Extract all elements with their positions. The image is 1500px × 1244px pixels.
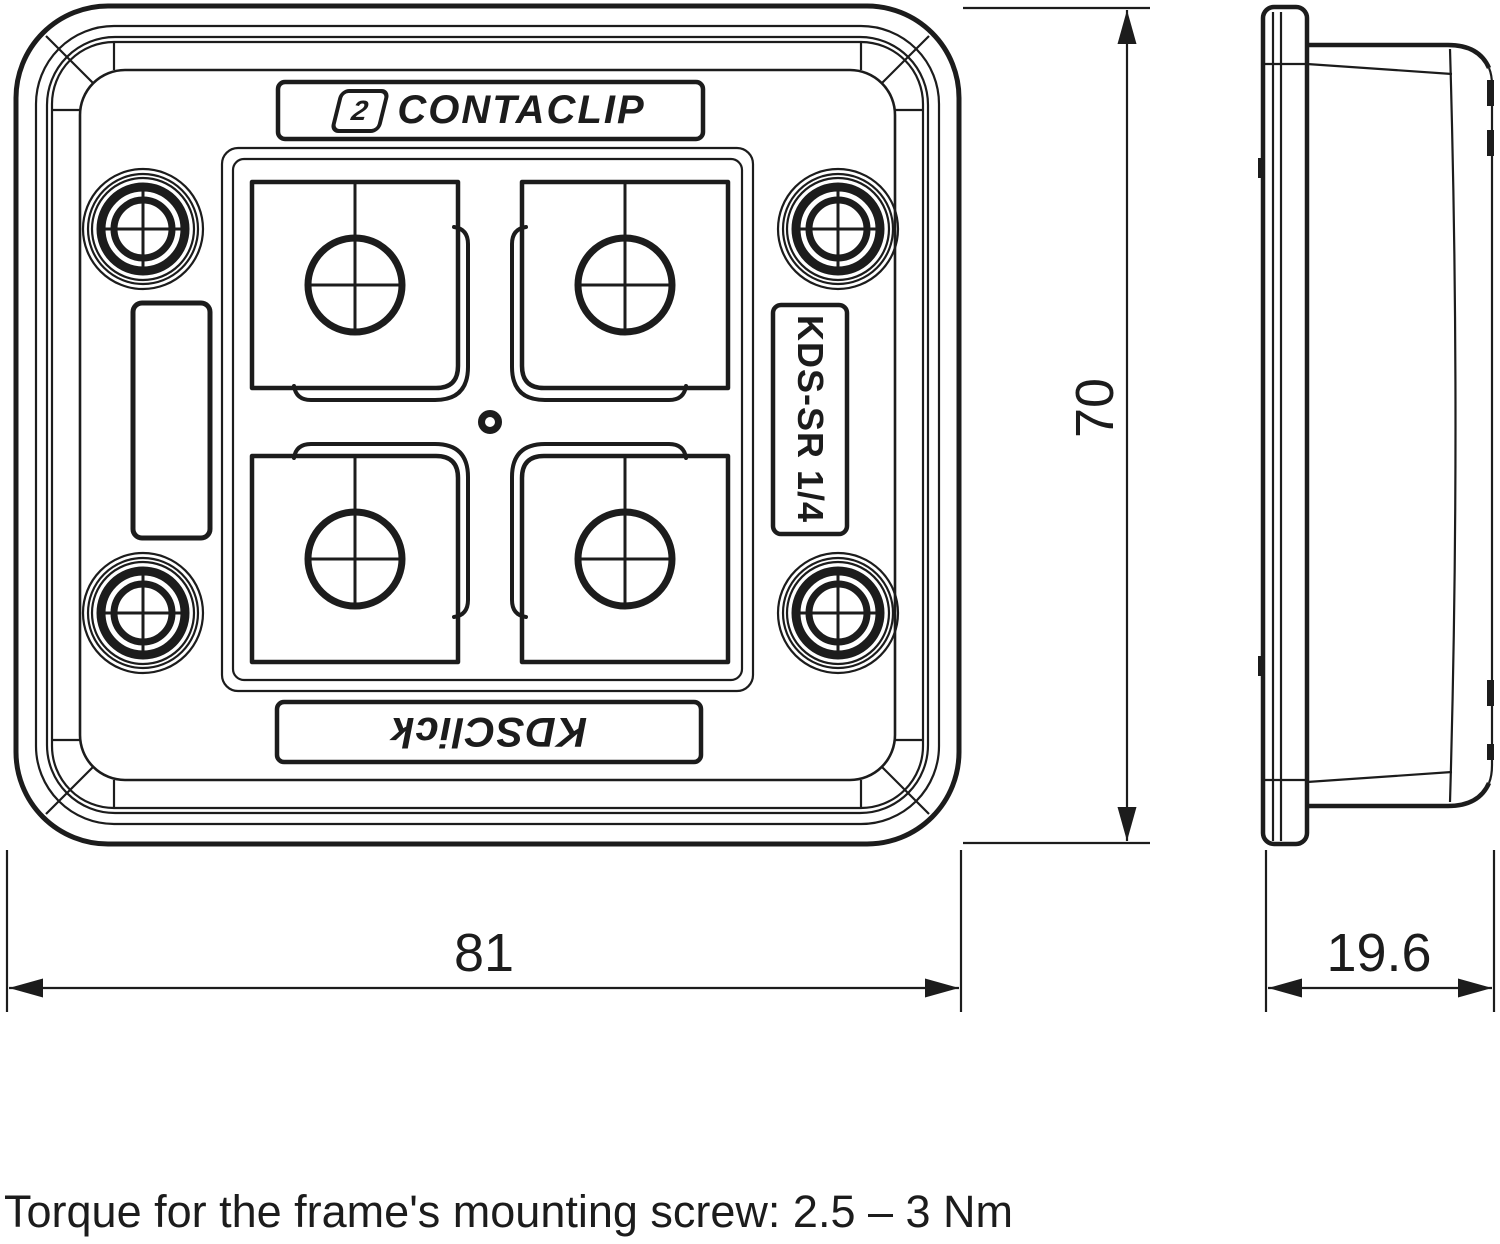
extension-lines (1264, 850, 1496, 1012)
flange-notch (1258, 656, 1264, 676)
dimension-height-value: 70 (1065, 377, 1125, 439)
quadrant-top-left (249, 179, 461, 391)
latch-bump (1487, 80, 1494, 106)
side-body-top (1307, 42, 1492, 70)
knockout-top-right (578, 182, 672, 332)
brand-logo-plate: 2 CONTACLIP (278, 82, 703, 139)
frame-bevel-2 (45, 35, 930, 815)
slit-top-left (292, 225, 470, 402)
screw-top-left (83, 169, 203, 289)
quadrant-top-right (519, 179, 731, 391)
membrane-plate-outer (220, 146, 755, 693)
corner-diagonal (45, 766, 94, 815)
brand-logo-text: CONTACLIP (397, 88, 646, 132)
slit-bottom-left (292, 442, 470, 619)
model-label-text: KDS-SR 1/4 (790, 314, 831, 524)
corner-diagonal (45, 35, 94, 84)
latch-bump (1487, 744, 1494, 760)
corner-diagonal (881, 35, 930, 84)
side-bevel-lines (1306, 62, 1453, 784)
bottom-plate-outline (274, 699, 704, 765)
dimension-width-81 (5, 850, 963, 1012)
arrowhead-bottom (1117, 807, 1137, 841)
dimension-width-value: 81 (453, 923, 515, 983)
logo-plate-outline (275, 79, 706, 142)
side-flange-outline (1260, 4, 1310, 847)
screw-bottom-right (778, 553, 898, 673)
extension-lines (963, 6, 1150, 845)
dimension-height-70 (963, 6, 1150, 845)
arrowhead-left (1268, 978, 1302, 998)
arrowhead-right (925, 978, 959, 998)
side-flange-inner-lines (1271, 12, 1283, 841)
membrane-plate-inner (231, 157, 744, 682)
center-pilot-ring (478, 410, 502, 434)
slit-top-right (510, 225, 688, 402)
corner-diagonal (881, 766, 930, 815)
model-label-plate (770, 302, 850, 537)
arrowhead-right (1458, 978, 1492, 998)
mounting-slot (130, 300, 213, 541)
flange-notch (1258, 158, 1264, 178)
frame-outer-edge (13, 3, 962, 847)
frame-bevel-3 (50, 40, 925, 810)
quadrant-bottom-left (249, 453, 461, 665)
slit-bottom-right (510, 442, 688, 619)
contaclip-logo-icon: 2 (329, 88, 391, 133)
latch-bump (1487, 680, 1494, 706)
product-label-text: KDSClick (390, 709, 588, 756)
front-view (13, 3, 962, 847)
side-draft-line (1448, 48, 1457, 803)
knockout-top-left (308, 182, 402, 332)
product-label-plate: KDSClick (277, 702, 701, 762)
side-body-right-edge (1487, 67, 1494, 784)
frame-bevel-1 (34, 24, 941, 826)
latch-bump (1487, 130, 1494, 156)
logo-icon-glyph: 2 (349, 94, 371, 126)
side-view (1258, 4, 1494, 847)
side-flange-ticks (1264, 62, 1306, 782)
dimension-depth-19.6 (1264, 850, 1496, 1012)
arrowhead-top (1117, 10, 1137, 44)
corner-ticks (52, 42, 923, 808)
knockout-bottom-right (578, 456, 672, 606)
quadrant-bottom-right (519, 453, 731, 665)
torque-note: Torque for the frame's mounting screw: 2… (4, 1186, 1014, 1237)
frame-inner-face (78, 68, 897, 782)
side-body-bottom (1307, 781, 1492, 809)
screw-bottom-left (83, 553, 203, 673)
dimension-depth-value: 19.6 (1326, 923, 1432, 983)
arrowhead-left (9, 978, 43, 998)
screw-top-right (778, 169, 898, 289)
extension-lines (5, 850, 963, 1012)
knockout-bottom-left (308, 456, 402, 606)
